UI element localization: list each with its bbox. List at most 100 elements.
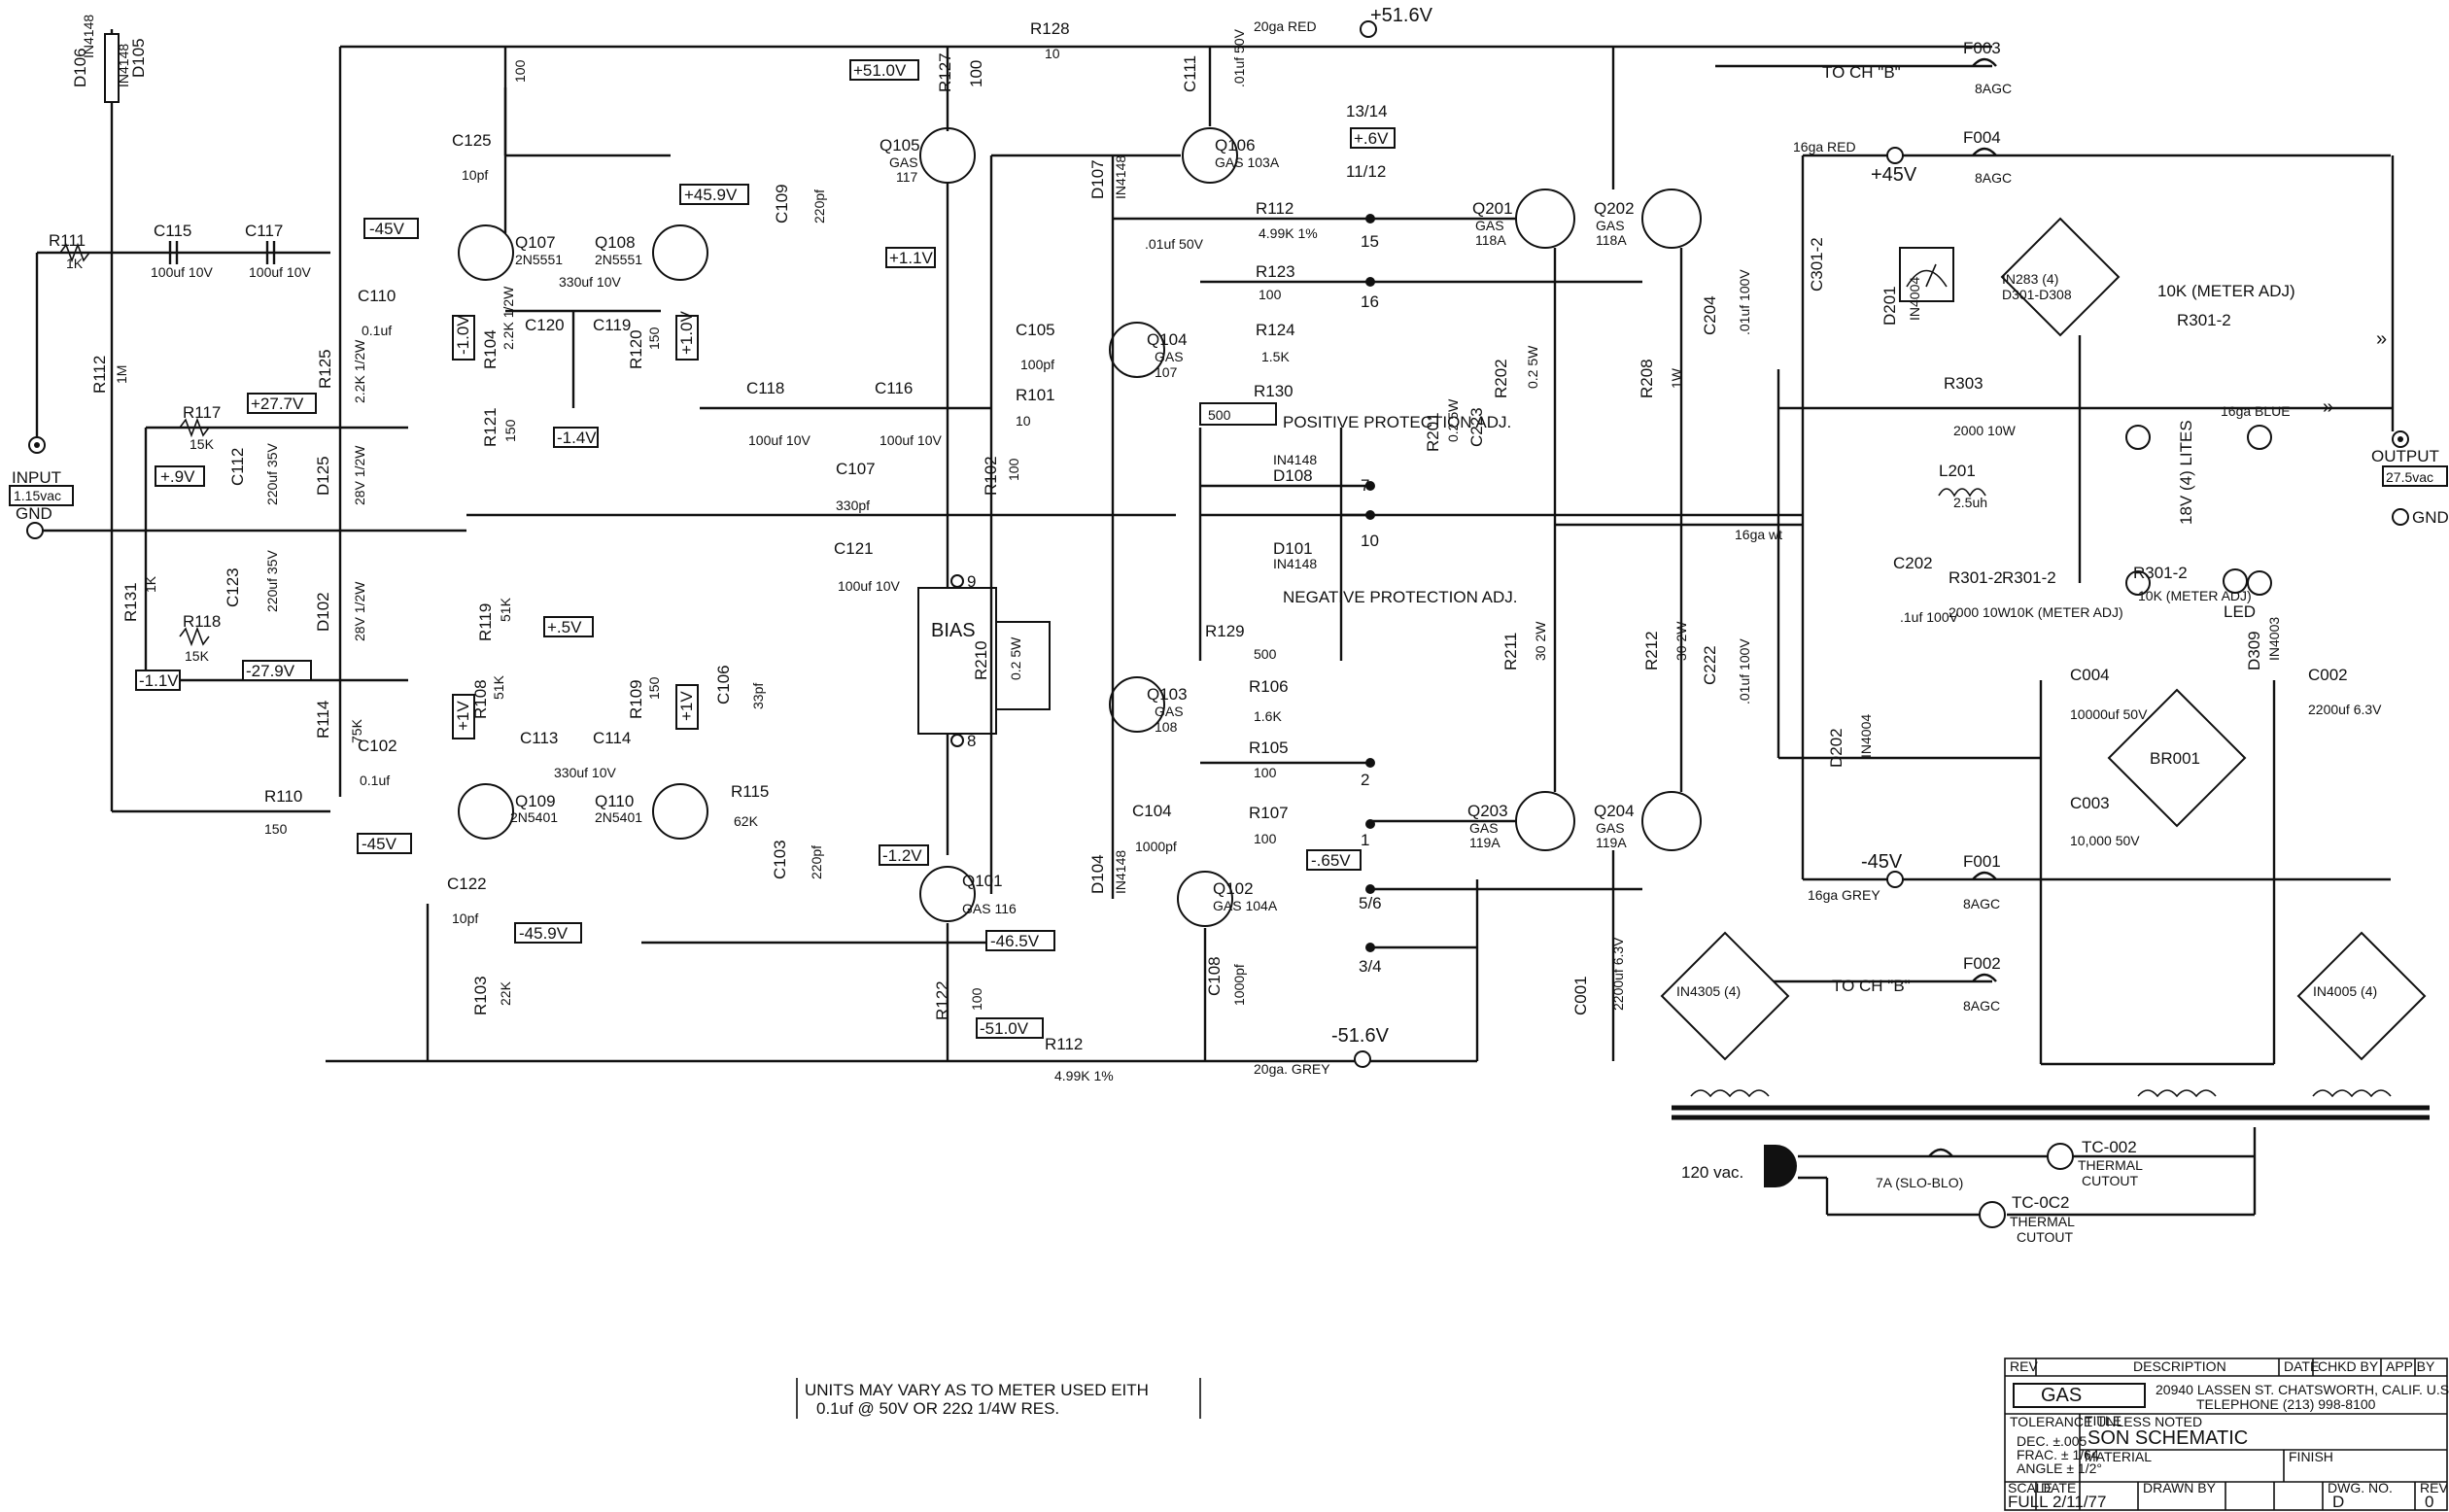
volt-m465: -46.5V xyxy=(990,932,1040,950)
q203-ref: Q203 xyxy=(1467,802,1508,820)
tc2-thermal: THERMAL xyxy=(2010,1214,2075,1229)
node-2: 2 xyxy=(1361,771,1369,789)
q201-ref: Q201 xyxy=(1472,199,1513,218)
transistor-q103 xyxy=(1109,676,1165,733)
transistor-q110 xyxy=(652,783,708,840)
r207-val: 0.2 5W xyxy=(1008,636,1023,680)
transistor-q108 xyxy=(652,224,708,281)
c106-val: 33pf xyxy=(750,683,766,709)
tb-scale: FULL xyxy=(2008,1493,2049,1511)
r105-ref: R105 xyxy=(1249,739,1289,757)
node-9: 9 xyxy=(967,572,976,591)
tb-date-label: DATE xyxy=(2041,1480,2076,1495)
d106-ref: D106 xyxy=(71,48,89,87)
d202-ref: D202 xyxy=(1827,728,1845,768)
c111-ref: C111 xyxy=(1181,55,1199,92)
q101-type: GAS 116 xyxy=(962,901,1017,916)
c116-val: 100uf 10V xyxy=(880,432,942,448)
r110-val: 150 xyxy=(646,676,662,700)
q202-ref: Q202 xyxy=(1594,199,1635,218)
d202-type: IN4004 xyxy=(1858,714,1874,758)
volt-p11: +1.1V xyxy=(889,249,934,267)
c107-val: 330pf xyxy=(836,498,870,513)
q105-ref: Q105 xyxy=(880,136,920,155)
q108-ref: Q108 xyxy=(595,233,636,252)
transistor-q106 xyxy=(1182,127,1238,184)
c102-val: 0.1uf xyxy=(360,773,390,788)
c223-ref: C223 xyxy=(1467,407,1486,447)
input-label: INPUT xyxy=(12,468,61,487)
r110-ref: R109 xyxy=(627,679,645,719)
footnote: UNITS MAY VARY AS TO METER USED EITH 0.1… xyxy=(796,1378,1201,1419)
c118-val: 100uf 10V xyxy=(748,432,811,448)
tb-frac: FRAC. ± 1/64 xyxy=(2017,1447,2099,1462)
node-8: 8 xyxy=(967,732,976,750)
volt-p459: +45.9V xyxy=(684,186,738,204)
f003-ref: F003 xyxy=(1963,39,2001,57)
r120-ref: R104 xyxy=(481,329,500,369)
c104-val: 1000pf xyxy=(1135,839,1177,854)
r131-ref: R131 xyxy=(121,582,140,622)
q201-sub: 118A xyxy=(1475,232,1506,248)
fuse-f002 xyxy=(1972,973,1997,982)
r115-val: 150 xyxy=(264,821,288,837)
meter-section: C301-2 D201 IN4004 IN283 (4) D301-D308 1… xyxy=(1776,217,2295,768)
vu-meter xyxy=(1899,247,1954,302)
note-line1: UNITS MAY VARY AS TO METER USED EITH xyxy=(805,1381,1149,1399)
d125-ref: D125 xyxy=(314,456,332,496)
f002-dest: TO CH "B" xyxy=(1832,977,1911,995)
c117-val: 100uf 10V xyxy=(249,264,311,280)
volt-m459: -45.9V xyxy=(519,924,569,943)
c122-val: 10pf xyxy=(452,911,478,926)
power-rails: +51.6V 20ga RED -51.6V 20ga. GREY +45V 1… xyxy=(326,5,2391,1077)
lamps-label: 18V (4) LITES xyxy=(2177,420,2195,525)
tc2-cutout: CUTOUT xyxy=(2017,1229,2074,1245)
r124-val: 1.5K xyxy=(1261,349,1290,364)
r121-val: 150 xyxy=(646,326,662,350)
r112-val: 1M xyxy=(114,365,129,384)
r114-ref: R115 xyxy=(731,782,769,801)
c121-val: 100uf 10V xyxy=(838,578,900,594)
output-gnd-jack[interactable] xyxy=(2392,508,2409,526)
fuse-f004 xyxy=(1972,147,1997,156)
r104-ref: R114 xyxy=(314,701,332,739)
q110-type: 2N5401 xyxy=(595,809,642,825)
rail-neg45-label: -45V xyxy=(1861,851,1903,873)
tc2-ref: TC-0C2 xyxy=(2012,1193,2070,1212)
r123-val: 100 xyxy=(1259,287,1282,302)
c105-val: 100pf xyxy=(1020,357,1054,372)
r128-val: 10 xyxy=(1045,46,1060,61)
driver-stage: Q106 GAS 103A C111 .01uf 50V +.6V 13/14 … xyxy=(1088,28,1518,1061)
q104-type: GAS xyxy=(1155,349,1184,364)
transistor-q204 xyxy=(1641,791,1702,851)
r125-val: 2.2K 1/2W xyxy=(352,339,367,403)
tb-rev: REV xyxy=(2010,1358,2038,1374)
mains-input: 120 vac. 7A (SLO-BLO) TC-002 THERMAL CUT… xyxy=(1681,1127,2257,1245)
q204-type: GAS xyxy=(1596,820,1625,836)
volt-p6: +.6V xyxy=(1354,129,1389,148)
r210-ref: R208 xyxy=(1638,359,1656,398)
c202-val: .1uf 100V xyxy=(1900,609,1959,625)
input-gnd-jack[interactable] xyxy=(26,522,44,539)
c113-ref: C113 xyxy=(520,729,558,747)
volt-p1b: +1V xyxy=(677,691,696,721)
rail-pos45-label: +45V xyxy=(1871,164,1917,186)
d105-ref: D105 xyxy=(129,38,148,78)
input-diff-pair-bottom: Q109 2N5401 Q110 2N5401 R119 51K R108 51… xyxy=(264,597,991,1061)
tb-title-label: TITLE xyxy=(2085,1413,2121,1428)
transistor-q203 xyxy=(1515,791,1575,851)
terminal-pos45 xyxy=(1886,147,1904,164)
output-arrow-glyph: » xyxy=(2376,328,2387,350)
r102-val: 100 xyxy=(969,987,984,1011)
r124-ref: R124 xyxy=(1256,321,1295,339)
q107-type: 2N5551 xyxy=(515,252,563,267)
l201-val: 2.5uh xyxy=(1953,495,1987,510)
r111-val: 1K xyxy=(66,256,84,271)
c101-ref: C108 xyxy=(1205,956,1224,996)
r112-ref: R112 xyxy=(90,356,109,394)
f004-rating: 8AGC xyxy=(1975,170,2012,186)
d125-type: 28V 1/2W xyxy=(352,445,367,505)
d201-ref: D201 xyxy=(1880,286,1899,326)
c001-ref: C001 xyxy=(1571,976,1590,1015)
